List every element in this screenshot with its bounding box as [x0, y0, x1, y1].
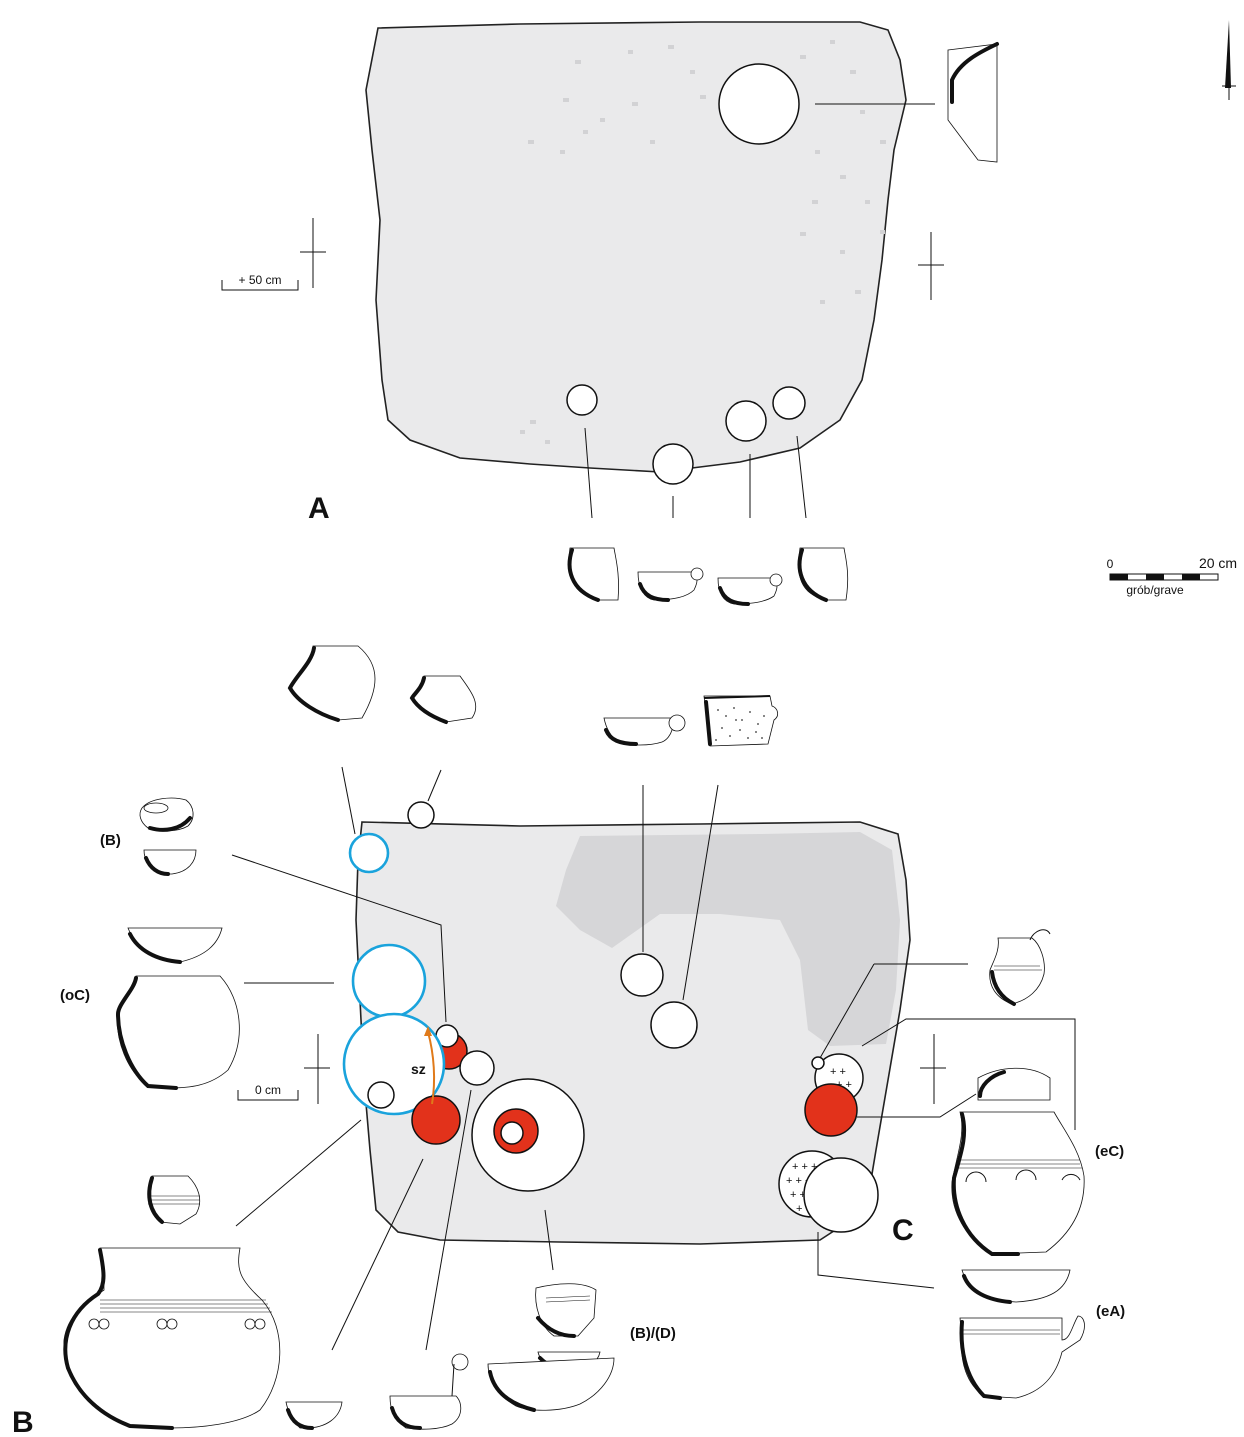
vessels-ec — [951, 929, 1085, 1256]
scale-caption: grób/grave — [1126, 583, 1184, 597]
pit-a-vessel-1 — [566, 384, 598, 416]
pit-b-cremation-3 — [804, 1083, 858, 1137]
stipple-texture — [715, 707, 765, 741]
vessels-b-left — [139, 797, 197, 876]
group-oc-label: (oC) — [60, 987, 90, 1004]
scale-bar: 0 20 cm grób/grave — [1107, 555, 1237, 597]
pit-b-cremation-2 — [411, 1095, 461, 1145]
vessel-profile-a-top — [947, 42, 999, 163]
vessels-oc — [115, 927, 240, 1090]
vessels-bottom-left — [63, 1175, 281, 1430]
panel-c-label: C — [892, 1214, 914, 1247]
svg-text:+ +: + + — [830, 1066, 846, 1078]
pit-b-vessel-centre-2 — [650, 1001, 698, 1049]
group-ea-label: (eA) — [1096, 1303, 1125, 1320]
north-arrow — [1222, 20, 1236, 100]
vessels-row-a — [567, 547, 849, 606]
vessels-top-centre — [603, 695, 778, 747]
level-a-text: + 50 cm — [238, 273, 281, 287]
pit-b-vessel-top — [407, 801, 435, 829]
pit-a-vessel-3 — [725, 400, 767, 442]
panel-a-label: A — [308, 492, 330, 525]
pit-a-vessel-4 — [772, 386, 806, 420]
svg-text:+: + — [796, 1203, 802, 1215]
pit-b-blue-small — [348, 832, 390, 874]
group-bd-label: (B)/(D) — [630, 1325, 676, 1342]
pit-b-vessel-centre-1 — [620, 953, 664, 997]
pit-a-posthole-large — [718, 63, 800, 145]
stone-scatter — [520, 40, 886, 444]
group-ec-label: (eC) — [1095, 1143, 1124, 1160]
pit-b-vessel-right-tiny — [811, 1056, 825, 1070]
svg-text:+ +: + + — [790, 1189, 806, 1201]
pit-b-vessel-right-large — [803, 1157, 879, 1233]
svg-text:+ + +: + + + — [792, 1161, 817, 1173]
pit-plan-a — [300, 21, 944, 519]
pit-b-vessel-mid — [459, 1050, 495, 1086]
scale-zero: 0 — [1107, 557, 1114, 571]
pit-a-vessel-2 — [652, 443, 694, 485]
cross-marks-2: + + ++ + ++ ++ — [786, 1161, 817, 1215]
vessels-bottom-centre — [285, 1283, 615, 1430]
vessels-top-left — [287, 645, 477, 724]
vessels-ea — [959, 1269, 1085, 1400]
sz-annotation: sz — [411, 1061, 426, 1077]
level-marker-b: 0 cm — [237, 1083, 299, 1101]
level-b-text: 0 cm — [255, 1083, 281, 1097]
pit-b-blue-large — [351, 943, 427, 1019]
level-marker-a: + 50 cm — [221, 273, 299, 291]
group-b-label: (B) — [100, 832, 121, 849]
scale-max: 20 cm — [1199, 555, 1237, 571]
panel-b-label: B — [12, 1406, 34, 1437]
pit-b-vessel-in-urn — [367, 1081, 395, 1109]
pit-plan-b: + ++ + + + ++ + ++ ++ sz — [231, 766, 1076, 1351]
pit-b-inner-vessel — [500, 1121, 524, 1145]
